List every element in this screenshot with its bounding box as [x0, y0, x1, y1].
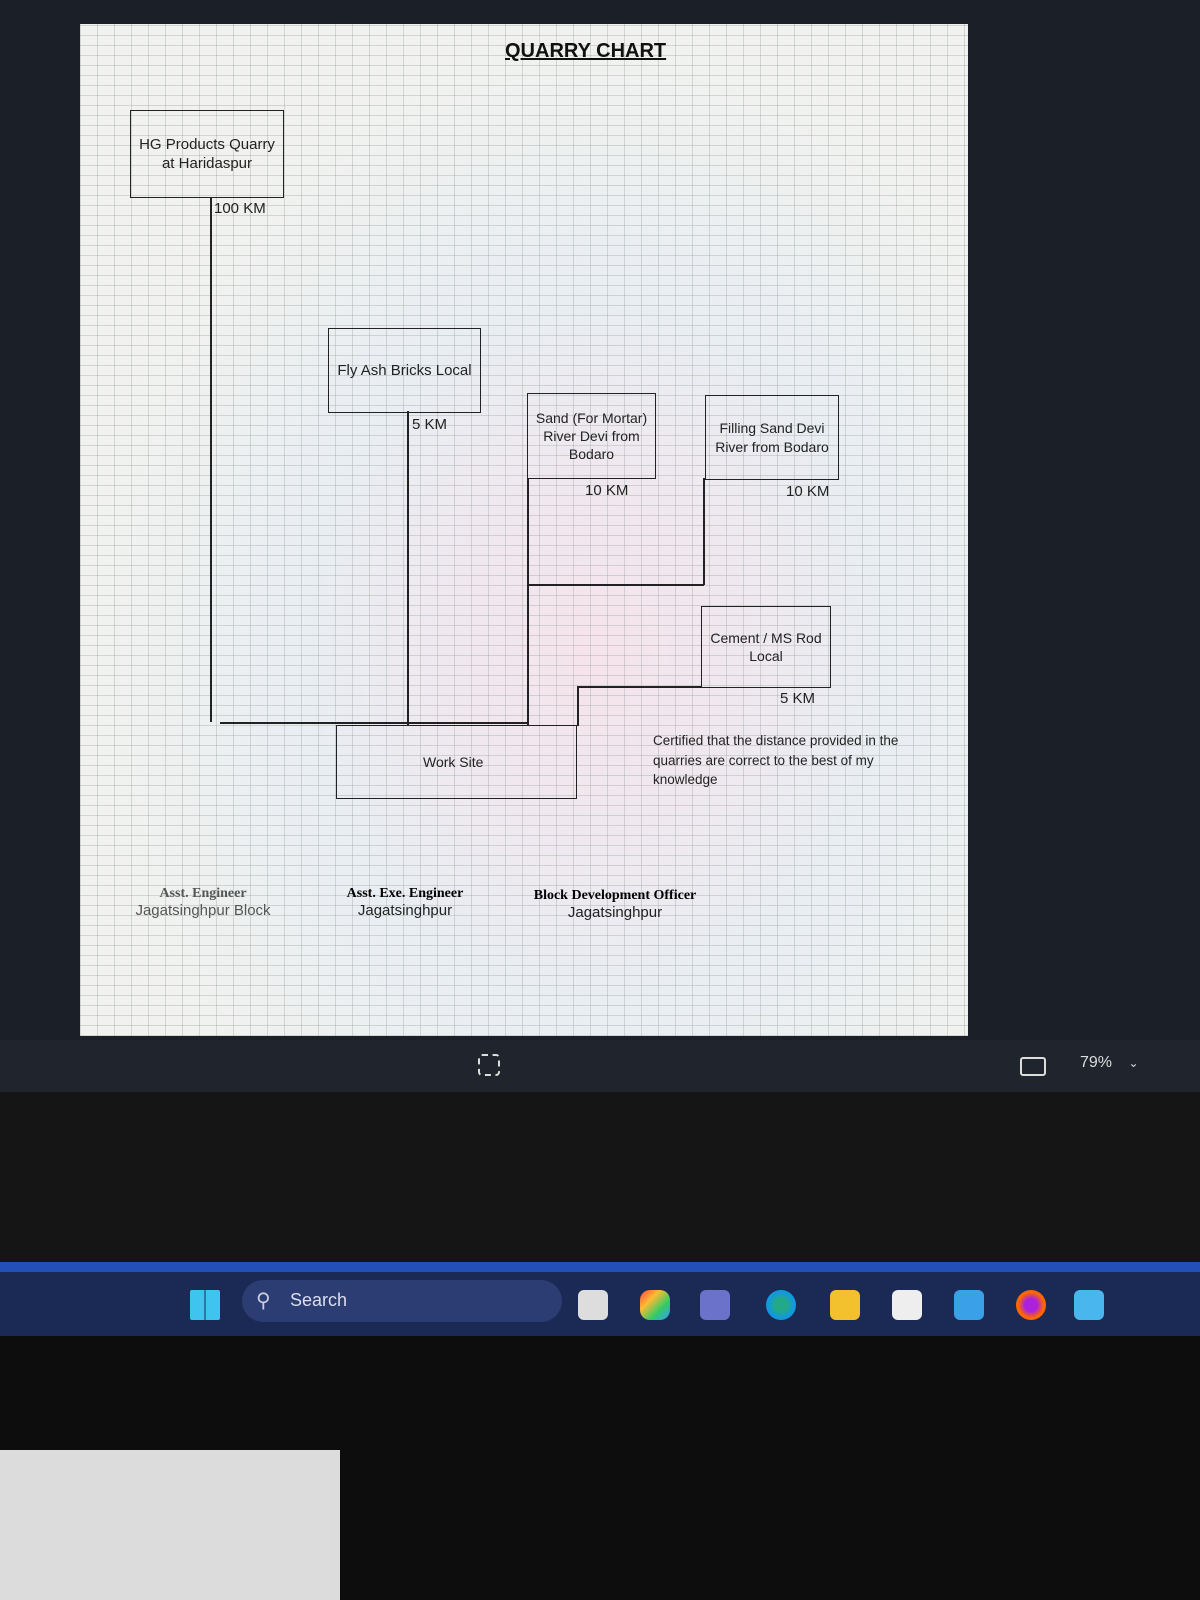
- microsoft-store-icon[interactable]: [892, 1290, 922, 1320]
- task-view-icon[interactable]: [578, 1290, 608, 1320]
- signatory-title: Block Development Officer: [533, 888, 697, 903]
- signatory-3: Block Development Officer Jagatsinghpur: [520, 888, 710, 921]
- distance-hg: 100 KM: [214, 200, 266, 217]
- signatory-place: Jagatsinghpur: [567, 904, 663, 921]
- search-label: Search: [290, 1290, 348, 1310]
- zoom-value: 79%: [1080, 1054, 1113, 1071]
- connector-line: [210, 197, 212, 722]
- distance-sand: 10 KM: [585, 482, 629, 499]
- signatory-2: Asst. Exe. Engineer Jagatsinghpur: [330, 886, 480, 919]
- signatory-title: Asst. Exe. Engineer: [346, 886, 464, 901]
- signatory-place: Jagatsinghpur: [357, 902, 453, 919]
- search-box[interactable]: ⚲ Search: [242, 1280, 562, 1322]
- desk-surface: [0, 1450, 340, 1600]
- distance-fly-ash: 5 KM: [412, 416, 448, 433]
- node-hg-quarry: HG Products Quarry at Haridaspur: [130, 110, 284, 198]
- zoom-level[interactable]: 79% ⌄: [1080, 1054, 1139, 1072]
- connector-line: [578, 686, 702, 688]
- document-image: [80, 24, 968, 1036]
- node-fly-ash: Fly Ash Bricks Local: [328, 328, 481, 413]
- mail-icon[interactable]: [954, 1290, 984, 1320]
- copilot-icon[interactable]: [640, 1290, 670, 1320]
- fullscreen-icon[interactable]: [1020, 1057, 1046, 1076]
- node-work-site: Work Site: [336, 725, 577, 799]
- distance-cement: 5 KM: [780, 690, 816, 707]
- viewer-toolbar: 79% ⌄: [0, 1040, 1200, 1093]
- photos-icon[interactable]: [1074, 1290, 1104, 1320]
- fit-to-window-icon[interactable]: [478, 1054, 500, 1076]
- connector-line: [527, 478, 529, 725]
- node-filling-sand: Filling Sand Devi River from Bodaro: [705, 395, 839, 480]
- file-explorer-icon[interactable]: [830, 1290, 860, 1320]
- certification-text: Certified that the distance provided in …: [653, 733, 899, 788]
- signatory-place: Jagatsinghpur Block: [135, 902, 271, 919]
- node-cement: Cement / MS Rod Local: [701, 606, 831, 688]
- connector-line: [577, 686, 579, 726]
- signatory-1: Asst. Engineer Jagatsinghpur Block: [118, 886, 288, 919]
- connector-line: [527, 584, 704, 586]
- chevron-down-icon: ⌄: [1128, 1056, 1139, 1070]
- teams-icon[interactable]: [700, 1290, 730, 1320]
- signatory-title: Asst. Engineer: [159, 886, 247, 901]
- firefox-icon[interactable]: [1016, 1290, 1046, 1320]
- connector-line: [407, 411, 409, 725]
- connector-line: [220, 722, 528, 724]
- start-icon[interactable]: [190, 1290, 220, 1320]
- edge-icon[interactable]: [766, 1290, 796, 1320]
- distance-filling-sand: 10 KM: [786, 483, 830, 500]
- connector-line: [703, 478, 705, 585]
- node-sand: Sand (For Mortar) River Devi from Bodaro: [527, 393, 656, 479]
- monitor-bezel: [0, 1092, 1200, 1262]
- chart-title: QUARRY CHART: [505, 40, 667, 62]
- search-icon: ⚲: [256, 1290, 271, 1312]
